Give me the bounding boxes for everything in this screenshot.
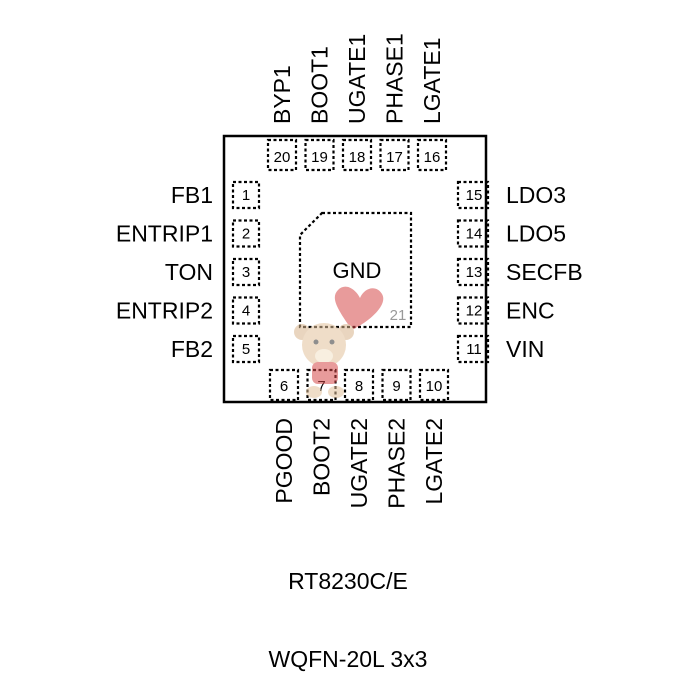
pin-5-pad [231,334,261,364]
pin-7-label: BOOT2 [309,418,335,496]
package-body [222,134,488,404]
pin-13-number: 13 [466,264,483,281]
pin-14-number: 14 [466,226,483,243]
pin-2-number: 2 [242,226,250,243]
pin-18-label: UGATE1 [344,34,370,124]
teddy-bear-watermark [294,286,384,398]
pin-5-number: 5 [242,341,250,358]
pin-20-pad [266,138,298,172]
pin-10-pad [418,368,450,402]
pin-3-label: TON [165,259,213,285]
pin-13-label: SECFB [506,259,583,285]
package-name: WQFN-20L 3x3 [269,646,428,672]
pin-20-number: 20 [274,149,291,166]
pin-1-label: FB1 [171,182,213,208]
pin-15-number: 15 [466,187,483,204]
pin-19-label: BOOT1 [307,46,333,124]
pin-10-number: 10 [426,378,443,395]
pin-10-label: LGATE2 [421,418,447,505]
pin-16-number: 16 [424,149,441,166]
pin-4-number: 4 [242,303,250,320]
pin-8-label: UGATE2 [346,418,372,508]
pin-14-label: LDO5 [506,221,566,247]
pin-13-pad [456,257,490,287]
pin-18-pad [341,138,373,172]
pin-8-pad [343,368,375,402]
pin-16-pad [416,138,448,172]
pin-5-label: FB2 [171,336,213,362]
pin-4-pad [231,296,261,325]
pin-17-number: 17 [386,149,403,166]
pin-7-number: 7 [317,378,325,395]
pin-19-number: 19 [311,149,328,166]
pin-9-pad [381,368,412,402]
pin-6-number: 6 [280,378,288,395]
pin-9-number: 9 [392,378,400,395]
pin-19-pad [304,138,335,172]
pin-8-number: 8 [355,378,363,395]
pin-11-pad [456,334,490,364]
pins-layer: 1 FB1 2 ENTRIP1 3 TON 4 ENTRIP2 5 FB2 11 VIN 12 ENC 13… [116,33,583,509]
pin-12-pad [456,296,490,325]
pin-3-number: 3 [242,264,250,281]
pin-6-pad [268,368,300,402]
pin-1-number: 1 [242,187,250,204]
part-number: RT8230C/E [288,568,408,594]
pin-11-number: 11 [466,341,482,358]
pin-6-label: PGOOD [271,418,297,504]
pin-4-label: ENTRIP2 [116,298,213,324]
pin-17-pad [379,138,410,172]
pin-18-number: 18 [349,149,366,166]
exposed-pad-label: GND [333,258,382,283]
pin-17-label: PHASE1 [382,33,408,124]
pin-20-label: BYP1 [269,65,295,124]
pin-1-pad [231,180,261,210]
pin-3-pad [231,257,261,287]
pin-2-pad [231,219,261,248]
pin-9-label: PHASE2 [384,418,410,509]
pin-15-label: LDO3 [506,182,566,208]
pin-15-pad [456,180,490,210]
pin-12-number: 12 [466,303,483,320]
pin-14-pad [456,219,490,248]
pin-12-label: ENC [506,298,555,324]
pin-16-label: LGATE1 [419,38,445,125]
exposed-pad-pin-number: 21 [390,307,407,324]
pin-11-label: VIN [506,336,544,362]
pin-2-label: ENTRIP1 [116,221,213,247]
